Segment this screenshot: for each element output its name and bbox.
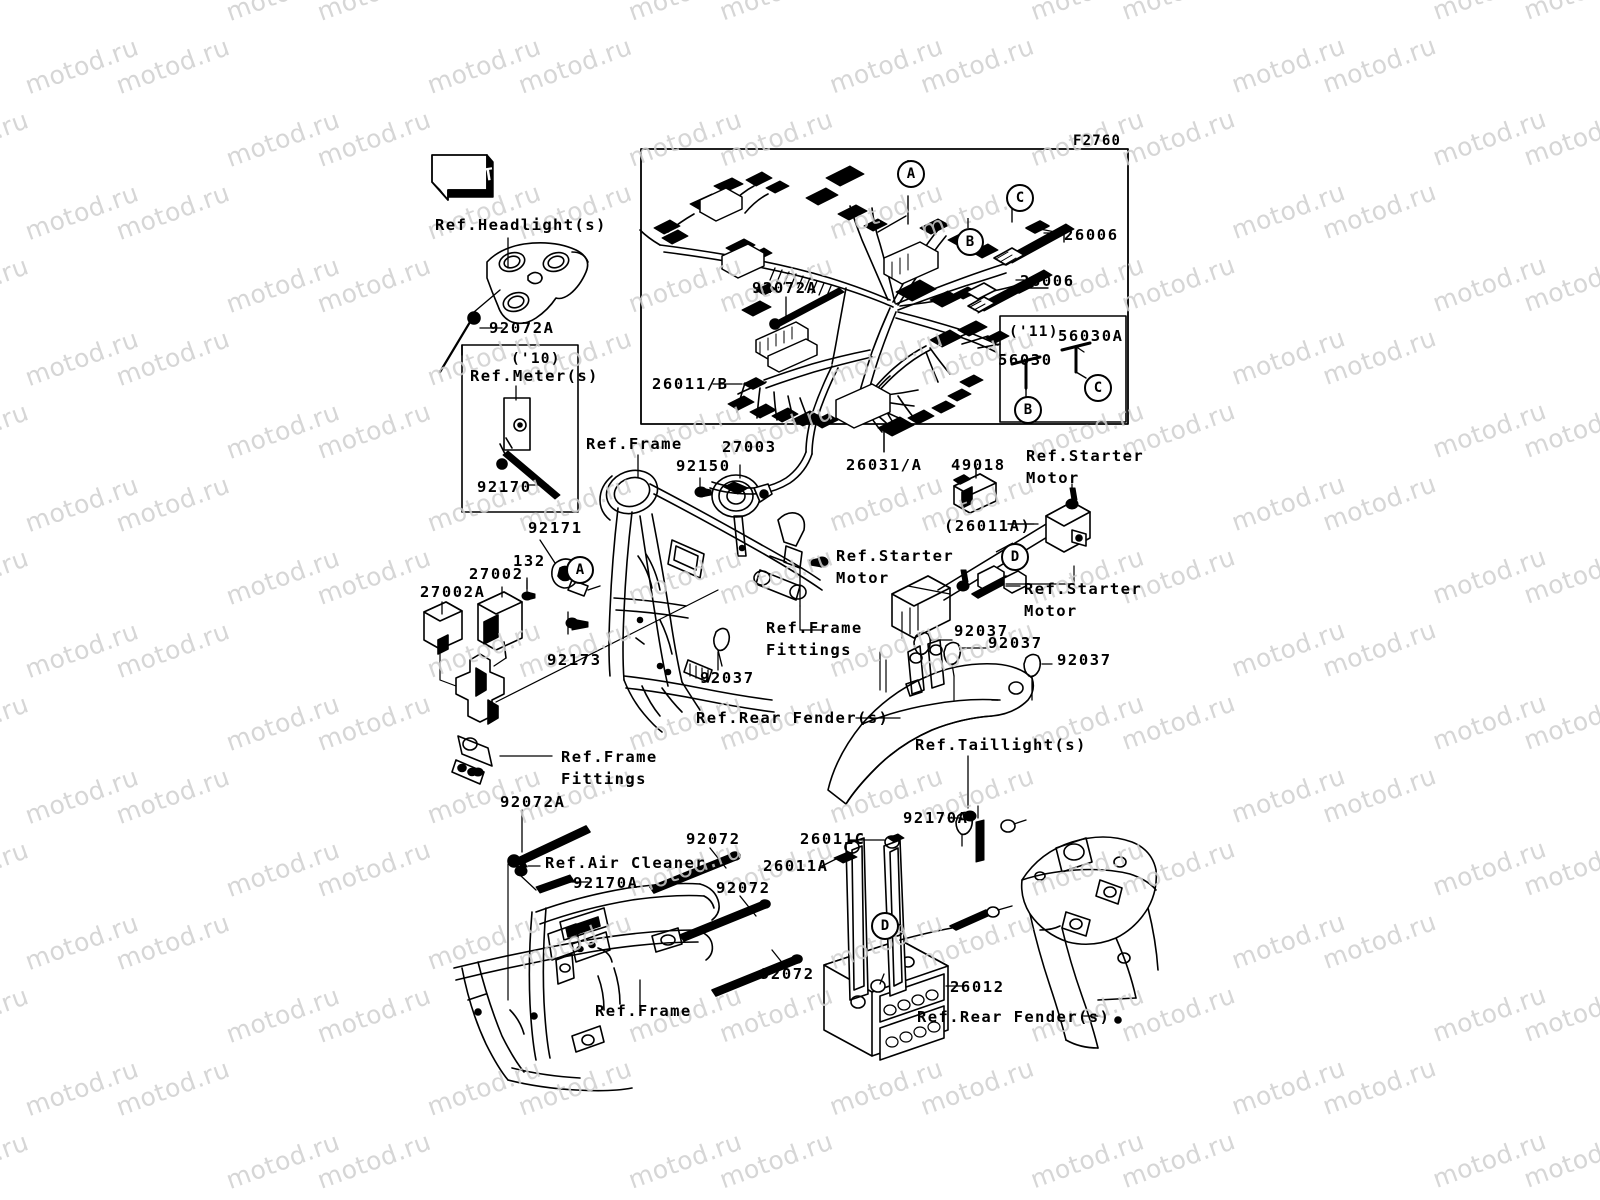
clamp-92037-c [1023,653,1042,701]
label-26011B: 26011/B [652,375,729,393]
label-ref-rear-fender-mid: Ref.Rear Fender(s) [696,709,890,727]
clamp-92037-a [913,631,932,656]
relay-27002A [423,601,463,655]
label-92072-a: 92072 [686,830,741,848]
rear-fender-right-body [1020,836,1159,1049]
label-132: 132 [513,552,546,570]
label-92072A-top: 92072A [489,319,555,337]
index-bubble-D-battery: D [871,912,899,940]
label-27002A: 27002A [420,583,486,601]
headlight-bracket [486,242,589,325]
index-bubble-C-inset: C [1084,374,1112,402]
label-92037-frame: 92037 [700,669,755,687]
label-ref-air-cleaner: Ref.Air Cleaner [545,854,706,872]
main-frame-center [599,469,823,733]
label-27003: 27003 [722,438,777,456]
label-92170A-lower: 92170A [573,874,639,892]
label-92150: 92150 [676,457,731,475]
label-92170: 92170 [477,478,532,496]
index-bubble-B-inset: B [1014,396,1042,424]
tie-92072-c [711,954,803,997]
index-bubble-C: C [1006,184,1034,212]
label-ref-starter-motor-left: Ref.Starter Motor [836,547,955,587]
label-ref-starter-motor-right: Ref.Starter Motor [1024,580,1143,620]
label-92171: 92171 [528,519,583,537]
label-92170A-right: 92170A [903,809,969,827]
front-text-glyphs: FRONT [438,164,497,193]
label-56030A: 56030A [1058,327,1124,345]
label-92072A-harness: 92072A [752,279,818,297]
rear-fender [827,639,1035,805]
label-26011A: 26011A [763,857,829,875]
index-bubble-A-frame: A [566,556,594,584]
bolt-92170A-right [963,810,977,822]
label-26006-mid: 26006 [1020,272,1075,290]
clamp-92037-left [713,627,731,667]
label-ref-meter: Ref.Meter(s) [470,367,599,385]
relay-cover-49018 [953,473,997,514]
label-26011A-paren: (26011A) [944,517,1032,535]
meter-inset-contents [496,397,561,500]
front-flag-text: FRONT [432,152,502,204]
lower-frame-assembly [453,882,720,1092]
clamp-92037-b [943,641,962,677]
label-92037-a: 92037 [954,622,1009,640]
label-ref-frame-upper: Ref.Frame [586,435,683,453]
label-26012: 26012 [950,978,1005,996]
label-92037-b: 92037 [988,634,1043,652]
label-ref-taillight: Ref.Taillight(s) [915,736,1087,754]
year11-inset-box [999,315,1127,423]
label-ref-frame-fittings-left: Ref.Frame Fittings [561,748,658,788]
label-56030: 56030 [998,351,1053,369]
label-27002: 27002 [469,565,524,583]
label-92037-c: 92037 [1057,651,1112,669]
label-ref-headlight: Ref.Headlight(s) [435,216,607,234]
label-92072A-lower: 92072A [500,793,566,811]
index-bubble-B: B [956,228,984,256]
tie-92072-b [679,899,771,942]
relay-27002 [477,591,523,659]
label-92072-c: 92072 [760,965,815,983]
leader-lines [441,232,1101,1017]
index-bubble-A: A [897,160,925,188]
label-92072-b: 92072 [716,879,771,897]
index-bubble-D-starter: D [1001,543,1029,571]
label-26031A: 26031/A [846,456,923,474]
label-26011C: 26011C [800,830,866,848]
horn-27003 [711,474,773,557]
label-92173: 92173 [547,651,602,669]
harness-box-outline [640,148,1129,425]
label-49018: 49018 [951,456,1006,474]
front-arrow-marker [431,154,494,201]
label-year-11: ('11) [1009,324,1059,340]
label-ref-frame-fittings-right: Ref.Frame Fittings [766,619,863,659]
tie-92072-a [649,851,741,894]
taillight-bracket [955,811,1027,863]
label-ref-rear-fender-lower: Ref.Rear Fender(s) [917,1008,1111,1026]
year10-meter-box [461,344,579,513]
label-26006-top: 26006 [1064,226,1119,244]
frame-fitting-right [753,512,829,601]
sheet-code: F2760 [1073,133,1122,149]
frame-fitting-left-bracket [451,653,505,785]
label-ref-frame-lower: Ref.Frame [595,1002,692,1020]
bolt-92173 [565,617,589,631]
label-year-10: ('10) [511,351,561,367]
bolt-132 [521,591,536,601]
label-ref-starter-motor-top: Ref.Starter Motor [1026,447,1145,487]
